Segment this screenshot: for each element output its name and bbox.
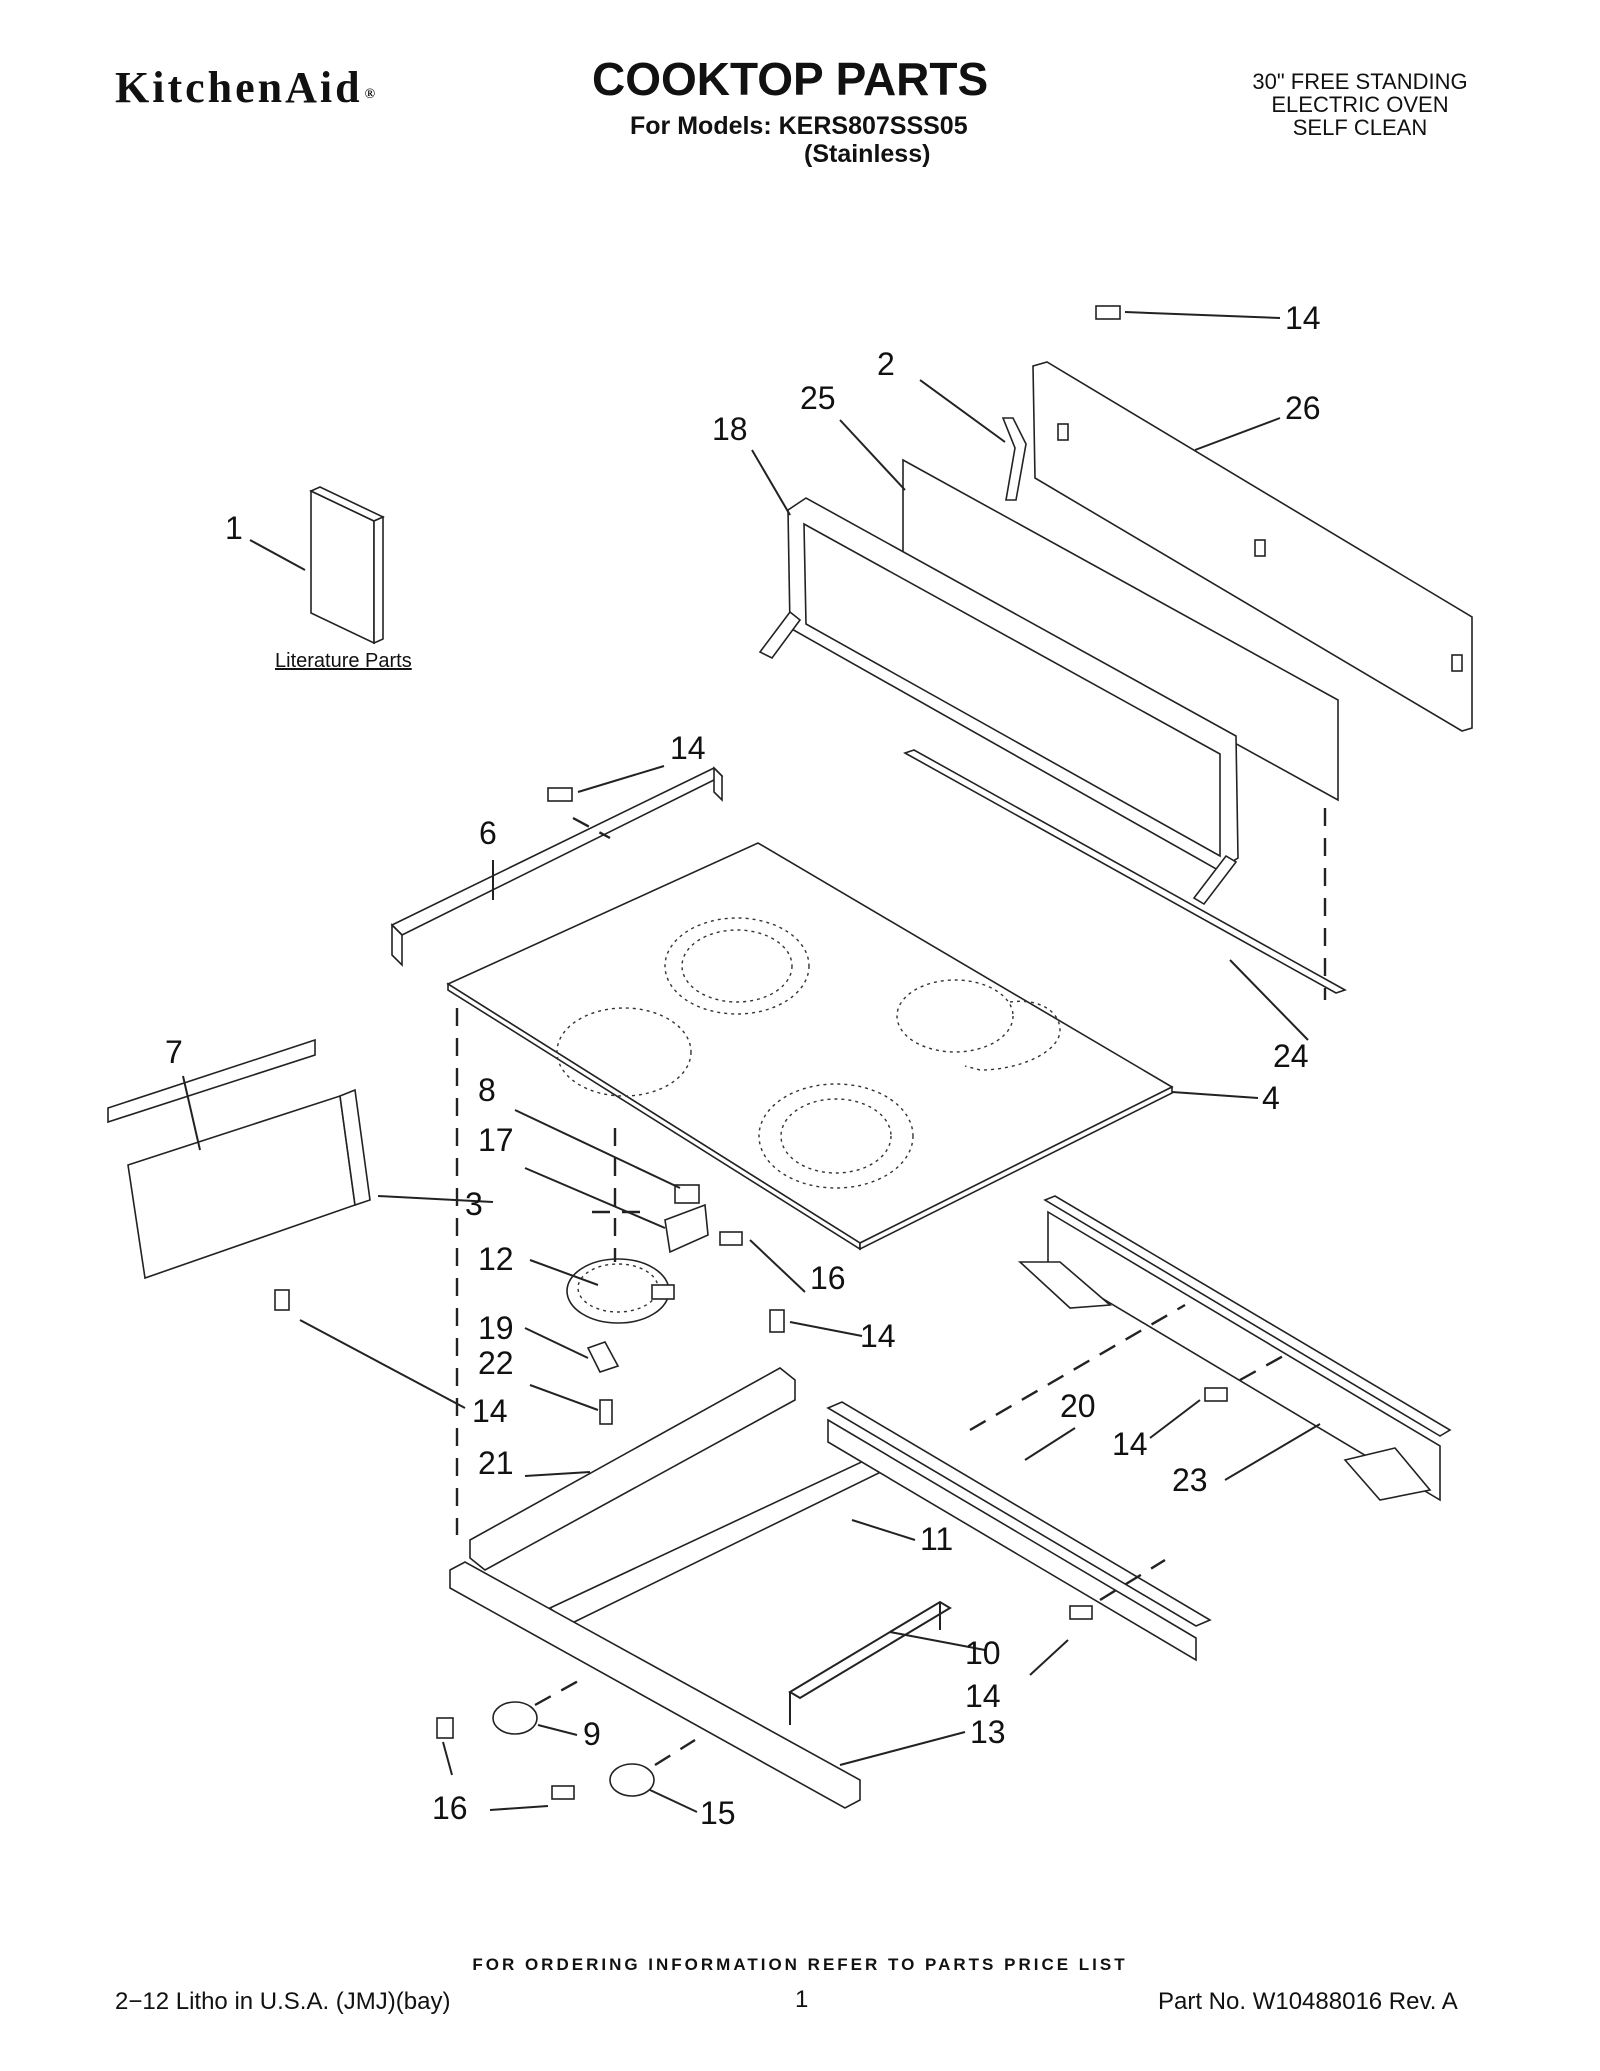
- model-number: For Models: KERS807SSS05: [630, 112, 968, 140]
- screw-right: [1204, 1387, 1228, 1402]
- trim-strip: [903, 749, 1347, 994]
- center-rail: [469, 1367, 796, 1571]
- callout-16-upper: 16: [810, 1260, 846, 1296]
- screw-top: [1095, 305, 1121, 320]
- backguard-bracket: [1001, 417, 1027, 501]
- leader-arrows: [182, 311, 1321, 1813]
- callout-14-top: 14: [1285, 300, 1321, 336]
- callout-19: 19: [478, 1310, 514, 1346]
- callout-6: 6: [479, 815, 497, 851]
- control-manifold: [449, 1561, 861, 1809]
- radiant-element: [566, 1258, 675, 1324]
- callout-8: 8: [478, 1072, 496, 1108]
- cooktop-glass: [446, 842, 1174, 1251]
- screw-bracket: [719, 1231, 743, 1246]
- callout-14-right: 14: [1112, 1426, 1148, 1462]
- callout-11: 11: [920, 1521, 954, 1557]
- literature-parts-label: Literature Parts: [275, 650, 412, 672]
- callout-7: 7: [165, 1034, 183, 1070]
- callout-20: 20: [1060, 1388, 1096, 1424]
- element-screw: [599, 1399, 613, 1425]
- callout-26: 26: [1285, 390, 1321, 426]
- callout-14-lower: 14: [965, 1678, 1001, 1714]
- callout-12: 12: [478, 1241, 514, 1277]
- callout-14-side-trim: 14: [670, 730, 706, 766]
- callout-17: 17: [478, 1122, 514, 1158]
- part-number: Part No. W10488016 Rev. A: [1158, 1988, 1458, 2015]
- element-clip: [586, 1341, 620, 1373]
- ordering-note: FOR ORDERING INFORMATION REFER TO PARTS …: [472, 1955, 1128, 1974]
- screw-side-trim: [547, 787, 573, 802]
- callout-14-left: 14: [472, 1393, 508, 1429]
- screw-knob-lower: [551, 1785, 575, 1800]
- callout-21: 21: [478, 1445, 514, 1481]
- litho-info: 2−12 Litho in U.S.A. (JMJ)(bay): [115, 1988, 451, 2015]
- page-title: COOKTOP PARTS: [592, 53, 989, 105]
- callout-25: 25: [800, 380, 836, 416]
- knob-bezel-lower: [609, 1763, 655, 1797]
- backguard-glass: [902, 458, 1339, 802]
- brand-name: KitchenAid: [115, 63, 363, 112]
- screw-center: [769, 1309, 785, 1333]
- screw-left-panel: [274, 1289, 290, 1311]
- side-trim: [390, 766, 724, 967]
- callout-22: 22: [478, 1345, 514, 1381]
- callout-2: 2: [877, 346, 895, 382]
- callout-1: 1: [225, 510, 243, 546]
- registered-mark: ®: [364, 87, 376, 102]
- callout-9: 9: [583, 1716, 601, 1752]
- limit-switch: [674, 1184, 700, 1204]
- literature-booklet: [309, 486, 385, 645]
- model-variant: (Stainless): [804, 140, 931, 168]
- product-description: 30" FREE STANDING ELECTRIC OVEN SELF CLE…: [1200, 70, 1520, 139]
- product-line-2: ELECTRIC OVEN: [1271, 92, 1449, 117]
- switch-bracket: [664, 1203, 709, 1254]
- left-side-panel: [107, 1038, 371, 1280]
- knob-bezel-upper: [492, 1701, 538, 1735]
- right-side-panel: [1017, 1195, 1452, 1502]
- callout-13: 13: [970, 1714, 1006, 1750]
- page-number: 1: [795, 1986, 809, 2013]
- callout-18: 18: [712, 411, 748, 447]
- product-line-1: 30" FREE STANDING: [1252, 69, 1468, 94]
- callout-15: 15: [700, 1795, 736, 1831]
- callout-10: 10: [965, 1635, 1001, 1671]
- callout-4: 4: [1262, 1080, 1280, 1116]
- callout-24: 24: [1273, 1038, 1309, 1074]
- rear-panel: [1032, 361, 1473, 732]
- product-line-3: SELF CLEAN: [1292, 115, 1428, 140]
- backguard-frame: [758, 497, 1239, 906]
- callout-14-center: 14: [860, 1318, 896, 1354]
- callout-23: 23: [1172, 1462, 1208, 1498]
- brand-logo: KitchenAid®: [115, 62, 375, 113]
- front-rail: [826, 1401, 1212, 1662]
- grate-handle: [788, 1600, 952, 1725]
- callout-16-lower: 16: [432, 1790, 468, 1826]
- callout-3: 3: [465, 1186, 483, 1222]
- screw-knob-left: [436, 1717, 454, 1739]
- screw-lower-right: [1069, 1605, 1093, 1620]
